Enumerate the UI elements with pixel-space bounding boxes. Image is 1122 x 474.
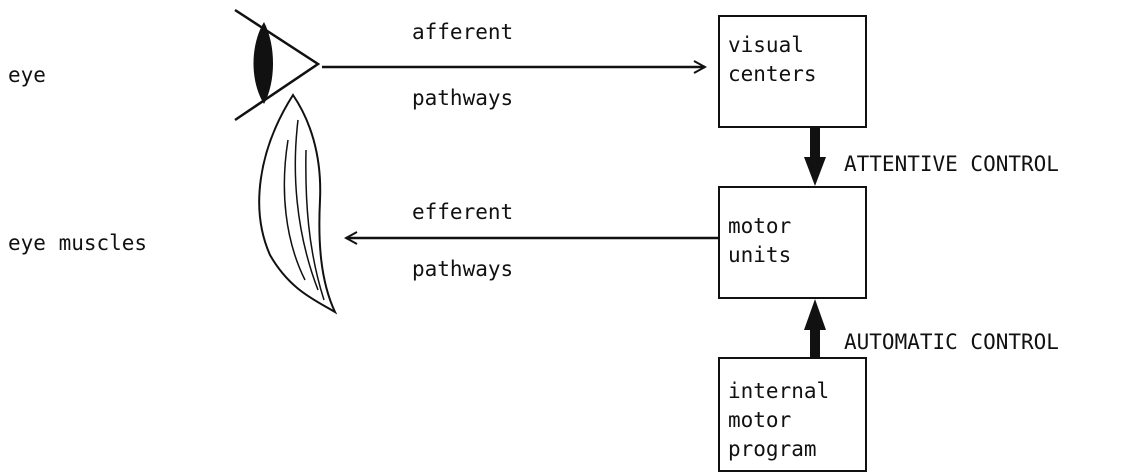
visual-centers-box: visual centers xyxy=(718,15,867,128)
eye-muscle-icon xyxy=(258,93,338,315)
attentive-control-arrow xyxy=(804,127,826,186)
internal-motor-program-line-1: internal xyxy=(728,379,830,403)
visual-centers-line-1: visual xyxy=(728,33,804,57)
afferent-pathways-label: pathways xyxy=(412,86,514,110)
automatic-control-arrow xyxy=(804,299,826,357)
eye-icon xyxy=(234,8,321,122)
motor-units-box: motor units xyxy=(718,186,867,299)
eye-label: eye xyxy=(8,63,46,87)
automatic-control-label: AUTOMATIC CONTROL xyxy=(844,330,1059,354)
internal-motor-program-box: internal motor program xyxy=(718,357,867,472)
attentive-control-label: ATTENTIVE CONTROL xyxy=(844,152,1059,176)
motor-units-line-1: motor xyxy=(728,214,792,238)
efferent-pathways-label: pathways xyxy=(412,257,514,281)
visual-centers-line-2: centers xyxy=(728,62,817,86)
afferent-label: afferent xyxy=(412,20,514,44)
internal-motor-program-line-2: motor xyxy=(728,408,792,432)
eye-muscles-label: eye muscles xyxy=(8,231,148,255)
efferent-label: efferent xyxy=(412,200,514,224)
internal-motor-program-line-3: program xyxy=(728,437,817,461)
motor-units-line-2: units xyxy=(728,243,792,267)
